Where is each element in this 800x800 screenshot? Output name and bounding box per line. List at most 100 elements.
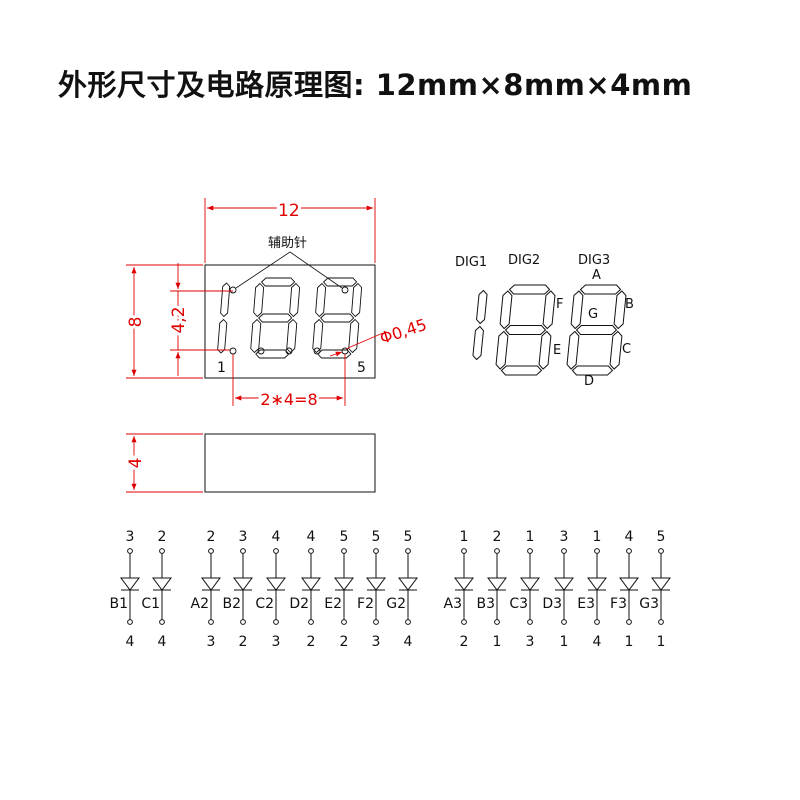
dimension-segment-height-label: 4,2 <box>169 306 189 333</box>
front-digit-2-seg-g <box>258 313 293 323</box>
circuit-b1-anode-node <box>127 548 133 554</box>
circuit-b1-cathode-pin: 4 <box>126 634 135 650</box>
big-digit-2-seg-a <box>508 284 551 295</box>
circuit-b1-segment-label: B1 <box>109 596 128 612</box>
circuit-g2-anode-pin: 5 <box>404 529 413 545</box>
segment-letter-e: E <box>553 343 561 358</box>
dimension-height <box>126 264 203 379</box>
circuit-c3-diode-icon <box>520 577 540 591</box>
segment-letter-b: B <box>625 297 634 312</box>
dimension-thickness <box>126 433 203 493</box>
big-digit-2-seg-e <box>495 330 509 370</box>
circuit-b2-cathode-pin: 2 <box>239 634 248 650</box>
dimension-height-label: 8 <box>126 317 146 328</box>
dimension-width <box>204 198 376 263</box>
circuit-c2-cathode-pin: 3 <box>272 634 281 650</box>
circuit-d2-diode-icon <box>301 577 321 591</box>
front-digit-2-seg-b <box>289 282 301 318</box>
circuit-d3-anode-pin: 3 <box>560 529 569 545</box>
circuit-f2-diode-icon <box>366 577 386 591</box>
circuit-c3-cathode-node <box>527 619 533 625</box>
front-digit-2-seg-f <box>253 282 265 318</box>
big-digit-3-seg-a <box>579 284 622 295</box>
front-digit-3-seg-b <box>351 282 363 318</box>
dimension-segment-height <box>170 263 233 376</box>
side-view: 4 <box>123 433 376 493</box>
big-digit-2-seg-b <box>542 290 556 330</box>
circuit-c3-segment-label: C3 <box>509 596 528 612</box>
circuit-d3-cathode-node <box>561 619 567 625</box>
big-digit-3-seg-g <box>575 325 618 335</box>
circuit-a3-anode-node <box>461 548 467 554</box>
segment-diagram: DIG1 DIG2 DIG3 A B C D E F G <box>455 253 634 389</box>
digit-label-2: DIG2 <box>508 253 540 268</box>
big-digit-2-seg-c <box>538 330 552 370</box>
circuit-a2-cathode-pin: 3 <box>207 634 216 650</box>
display-outline <box>204 264 376 379</box>
dimension-pin-spacing-label: 2∗4=8 <box>260 390 317 409</box>
page-title: 外形尺寸及电路原理图: 12mm×8mm×4mm <box>58 68 693 102</box>
circuit-b1-cathode-node <box>127 619 133 625</box>
big-digit-3-seg-e <box>566 330 580 370</box>
front-digit-3-seg-c <box>348 318 360 354</box>
aux-pin-right <box>341 286 349 294</box>
digit-label-3: DIG3 <box>578 253 610 268</box>
aux-pin-label: 辅助针 <box>268 236 307 251</box>
circuit-g3-anode-node <box>658 548 664 554</box>
big-digit-2-seg-f <box>499 290 513 330</box>
front-digit-3-seg-g <box>320 313 355 323</box>
circuit-e3-anode-node <box>594 548 600 554</box>
circuit-b3-cathode-node <box>494 619 500 625</box>
side-outline <box>204 433 376 493</box>
dimension-width-label: 12 <box>278 201 300 221</box>
circuit-f2-anode-node <box>373 548 379 554</box>
circuit-f3-segment-label: F3 <box>610 596 627 612</box>
circuit-d3-diode-icon <box>554 577 574 591</box>
circuit-d2-anode-node <box>308 548 314 554</box>
circuit-e2-cathode-pin: 2 <box>340 634 349 650</box>
circuit-c2-diode-icon <box>266 577 286 591</box>
segment-letter-g: G <box>588 307 598 322</box>
circuit-g3-cathode-pin: 1 <box>657 634 666 650</box>
segment-letter-f: F <box>556 297 563 312</box>
front-digits <box>217 277 363 359</box>
front-digit-2-seg-a <box>260 277 296 287</box>
circuit-f2-cathode-pin: 3 <box>372 634 381 650</box>
front-digit-3-seg-f <box>315 282 327 318</box>
circuit-g2-segment-label: G2 <box>386 596 406 612</box>
circuit-b2-anode-pin: 3 <box>239 529 248 545</box>
circuit-c1-cathode-node <box>159 619 165 625</box>
pin-marker-last: 5 <box>357 360 366 376</box>
circuit-a2-anode-pin: 2 <box>207 529 216 545</box>
circuit-a3-diode-icon <box>454 577 474 591</box>
segment-letter-a: A <box>592 268 601 283</box>
dimension-pin-diameter <box>329 332 384 357</box>
circuit-e2-segment-label: E2 <box>324 596 342 612</box>
circuit-c1-diode-icon <box>152 577 172 591</box>
circuit-d2-cathode-pin: 2 <box>307 634 316 650</box>
circuit-b1-diode-icon <box>120 577 140 591</box>
front-digit-3-seg-a <box>322 277 358 287</box>
big-digit-1-seg-b <box>476 289 488 325</box>
circuit-e3-anode-pin: 1 <box>593 529 602 545</box>
front-digit-3-seg-d <box>317 349 352 359</box>
circuit-a2-diode-icon <box>201 577 221 591</box>
circuit-c1-anode-node <box>159 548 165 554</box>
big-digits <box>472 284 627 376</box>
segment-letter-d: D <box>584 374 594 389</box>
front-digit-1-seg-c <box>217 318 228 354</box>
circuit-c3-anode-node <box>527 548 533 554</box>
dimension-pin-diameter-label: Φ0,45 <box>377 315 429 348</box>
circuit-g3-segment-label: G3 <box>639 596 659 612</box>
circuit-diagram: 3B142C142A233B224C234D225E225F235G241A32… <box>109 529 671 650</box>
circuit-f3-cathode-pin: 1 <box>625 634 634 650</box>
circuit-b2-diode-icon <box>233 577 253 591</box>
big-digit-3-seg-b <box>613 290 627 330</box>
circuit-f3-diode-icon <box>619 577 639 591</box>
circuit-b2-segment-label: B2 <box>222 596 241 612</box>
circuit-a3-anode-pin: 1 <box>460 529 469 545</box>
circuit-b3-anode-node <box>494 548 500 554</box>
circuit-a2-segment-label: A2 <box>191 596 209 612</box>
circuit-d2-anode-pin: 4 <box>307 529 316 545</box>
